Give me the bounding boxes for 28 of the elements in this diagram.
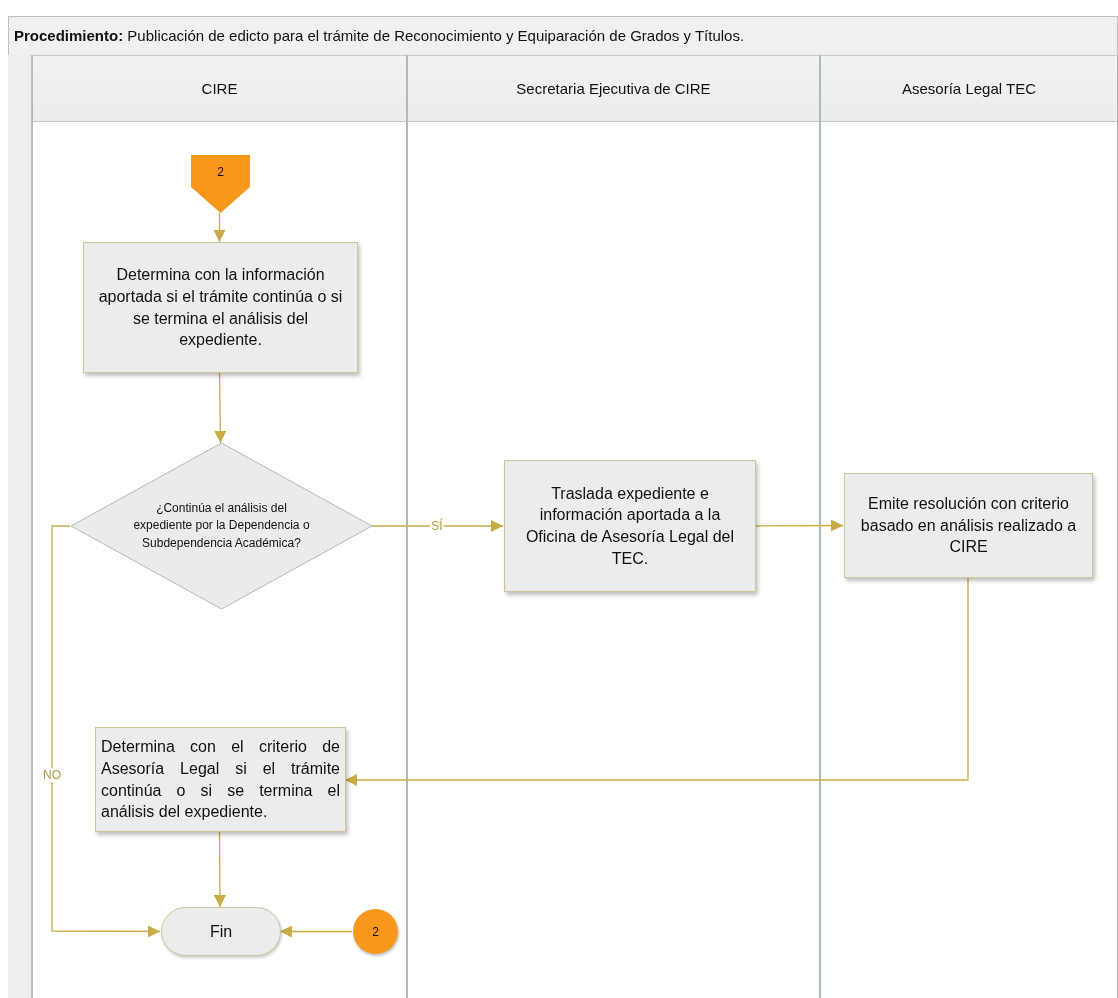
connector-arrow: [370, 520, 504, 532]
connector-number: 2: [217, 165, 224, 181]
node-text: ¿Continúa el análisis del expediente por la Dependencia o Subdependencia Académica?: [132, 499, 311, 552]
title: Procedimiento: Publicación de edicto para el trámite de Reconocimiento y Equiparación de Grados y Títulos.: [14, 27, 745, 44]
process-box: [95, 727, 346, 832]
edge-label: NO: [42, 768, 62, 782]
edge-label: SÍ: [430, 519, 444, 533]
process-box: [83, 242, 358, 373]
on-page-connector: [353, 909, 398, 954]
connector-number: 2: [372, 924, 379, 939]
connector-arrow: [344, 577, 969, 786]
node-text: Determina con la información aportada si el trámite continúa o si se termina el análisis del expediente.: [97, 265, 344, 351]
lane-header: CIRE: [201, 80, 238, 97]
lane-header: Secretaria Ejecutiva de CIRE: [516, 80, 711, 97]
terminator: [161, 907, 281, 956]
connector-arrow: [213, 831, 226, 908]
connector-arrow: [279, 925, 353, 938]
connector-arrow: [213, 212, 226, 243]
node-text: Emite resolución con criterio basado en análisis realizado a CIRE: [859, 494, 1078, 558]
connector-arrow: [214, 372, 227, 444]
process-box: [504, 460, 756, 592]
lane-header: Asesoría Legal TEC: [902, 80, 1036, 97]
connector-arrow: [51, 525, 161, 938]
connector-arrow: [754, 519, 844, 532]
process-box: [844, 473, 1093, 578]
node-text: Determina con el criterio de Asesoría Legal si el trámite continúa o si se termina el análisis del expediente.: [101, 737, 340, 823]
node-text: Traslada expediente e información aportada a la Oficina de Asesoría Legal del TEC.: [524, 483, 736, 569]
node-text: Fin: [209, 922, 233, 941]
